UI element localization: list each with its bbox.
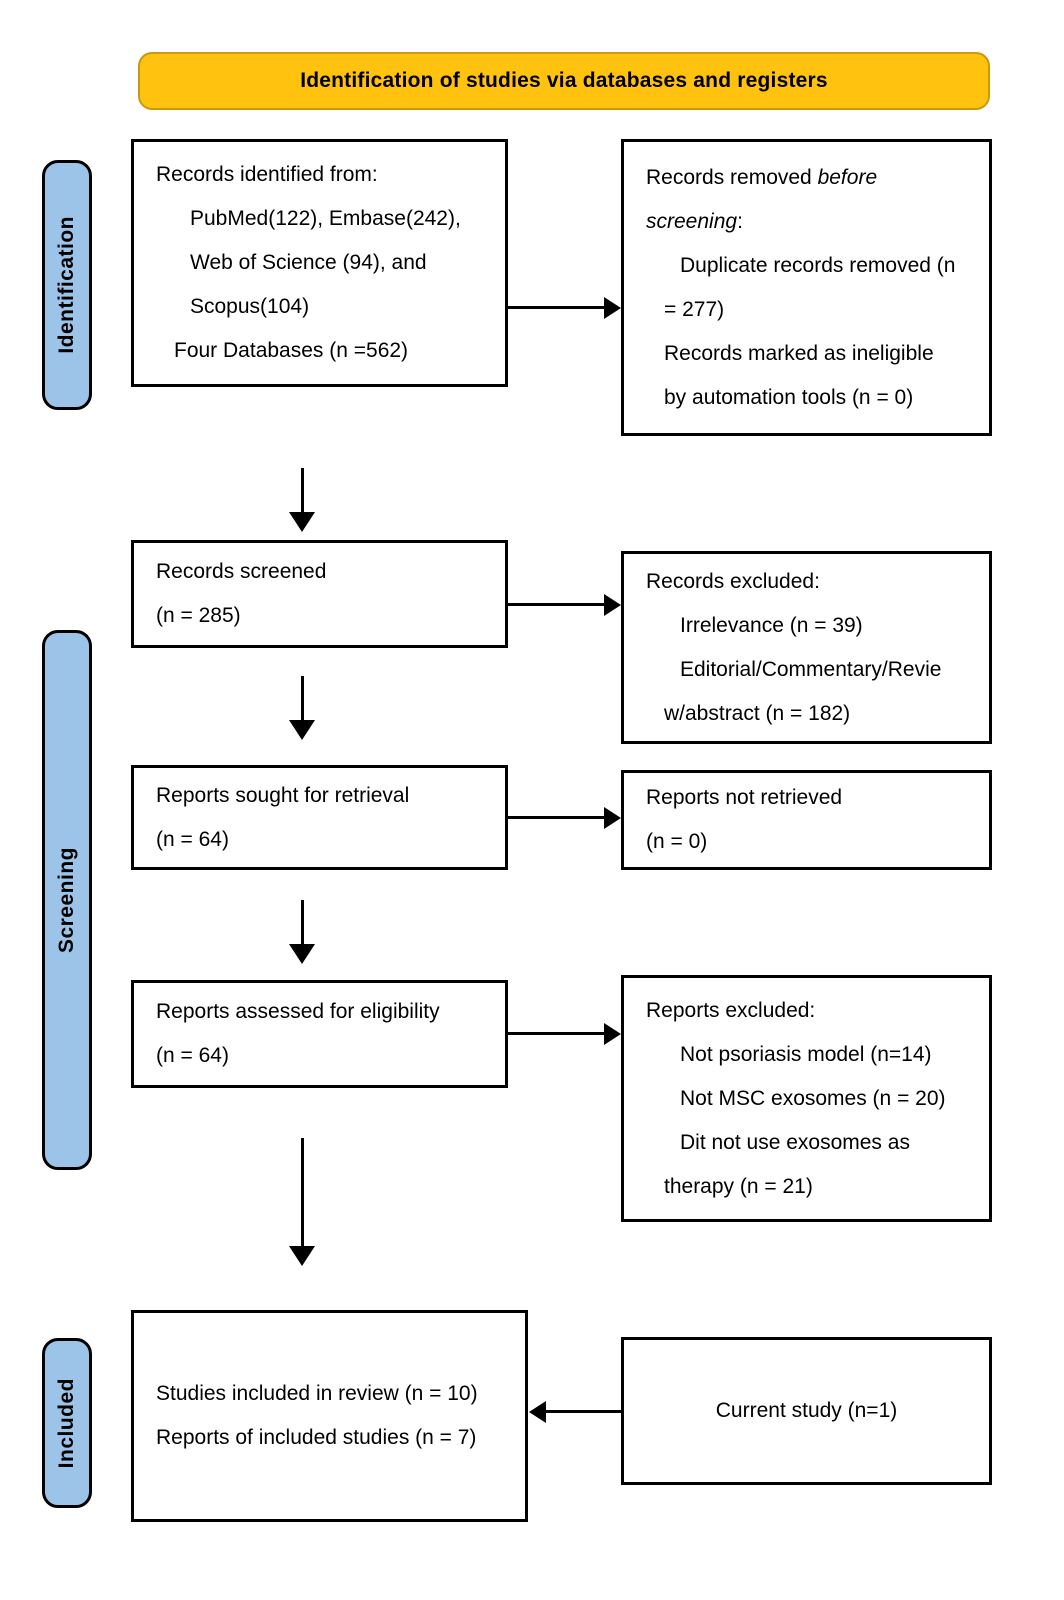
box-records-screened: Records screened (n = 285) xyxy=(131,540,508,648)
arrowhead-identified-to-screened xyxy=(289,512,315,532)
records-identified-line-1: Records identified from: xyxy=(156,163,378,186)
connector-assessed-to-included xyxy=(301,1138,304,1252)
reports-excluded-line-1: Reports excluded: xyxy=(646,998,816,1022)
stage-sidebar-identification: Identification xyxy=(42,160,92,410)
arrowhead-assessed-to-excluded xyxy=(604,1023,621,1045)
reports-assessed-line-1: Reports assessed for eligibility xyxy=(156,1000,440,1023)
arrowhead-assessed-to-included xyxy=(289,1246,315,1266)
arrowhead-screened-to-sought xyxy=(289,720,315,740)
reports-not-retrieved-line-2: (n = 0) xyxy=(646,830,708,853)
connector-assessed-to-excluded xyxy=(508,1032,605,1035)
current-study-line-1: Current study (n=1) xyxy=(715,1399,898,1422)
arrowhead-identified-to-removed xyxy=(604,297,621,319)
arrowhead-sought-to-assessed xyxy=(289,944,315,964)
connector-sought-to-not-retrieved xyxy=(508,816,605,819)
reports-sought-line-2: (n = 64) xyxy=(156,827,229,851)
connector-sought-to-assessed xyxy=(301,900,304,952)
stage-sidebar-included: Included xyxy=(42,1338,92,1508)
records-removed-line-6: by automation tools (n = 0) xyxy=(664,385,914,409)
records-excluded-line-3: Editorial/Commentary/Revie xyxy=(680,657,942,681)
box-reports-excluded: Reports excluded: Not psoriasis model (n… xyxy=(621,975,992,1222)
box-reports-not-retrieved: Reports not retrieved (n = 0) xyxy=(621,770,992,870)
reports-excluded-line-2: Not psoriasis model (n=14) xyxy=(680,1042,932,1066)
records-identified-line-3: Web of Science (94), and xyxy=(190,251,427,274)
records-identified-line-2: PubMed(122), Embase(242), xyxy=(190,207,461,230)
reports-assessed-line-2: (n = 64) xyxy=(156,1044,229,1067)
stage-label-identification: Identification xyxy=(55,216,78,354)
records-excluded-line-2: Irrelevance (n = 39) xyxy=(680,613,863,637)
connector-current-study-to-included xyxy=(546,1410,622,1413)
box-studies-included: Studies included in review (n = 10) Repo… xyxy=(131,1310,528,1522)
records-removed-text-a: Records removed xyxy=(646,165,818,189)
box-current-study: Current study (n=1) xyxy=(621,1337,992,1485)
records-removed-line-4: = 277) xyxy=(664,297,725,321)
arrowhead-screened-to-excluded xyxy=(604,594,621,616)
records-removed-line-3: Duplicate records removed (n xyxy=(680,253,956,277)
box-records-excluded: Records excluded: Irrelevance (n = 39) E… xyxy=(621,551,992,744)
connector-screened-to-excluded xyxy=(508,603,605,606)
box-records-removed: Records removed before screening: Duplic… xyxy=(621,139,992,436)
box-reports-assessed: Reports assessed for eligibility (n = 64… xyxy=(131,980,508,1088)
reports-sought-line-1: Reports sought for retrieval xyxy=(156,783,410,807)
studies-included-line-2: Reports of included studies (n = 7) xyxy=(156,1426,477,1449)
records-removed-line-1: Records removed before xyxy=(646,156,979,200)
arrowhead-sought-to-not-retrieved xyxy=(604,807,621,829)
connector-screened-to-sought xyxy=(301,676,304,728)
records-identified-line-5: Four Databases (n =562) xyxy=(174,339,409,362)
banner-identification-header: Identification of studies via databases … xyxy=(138,52,990,110)
box-reports-sought: Reports sought for retrieval (n = 64) xyxy=(131,765,508,870)
stage-label-screening: Screening xyxy=(55,846,78,954)
records-screened-line-2: (n = 285) xyxy=(156,604,241,627)
stage-sidebar-screening: Screening xyxy=(42,630,92,1170)
records-screened-line-1: Records screened xyxy=(156,560,327,583)
records-excluded-line-4: w/abstract (n = 182) xyxy=(664,701,851,725)
reports-excluded-line-5: therapy (n = 21) xyxy=(664,1174,813,1198)
records-removed-line-2: screening: xyxy=(646,200,979,244)
box-records-identified: Records identified from: PubMed(122), Em… xyxy=(131,139,508,387)
records-removed-text-before: before xyxy=(817,165,878,189)
connector-identified-to-screened xyxy=(301,468,304,520)
connector-identified-to-removed xyxy=(508,306,605,309)
records-removed-text-screening: screening xyxy=(646,209,738,233)
arrowhead-current-study-to-included xyxy=(529,1401,546,1423)
records-removed-line-5: Records marked as ineligible xyxy=(664,341,934,365)
records-removed-text-colon: : xyxy=(737,209,743,233)
reports-not-retrieved-line-1: Reports not retrieved xyxy=(646,786,843,809)
banner-title: Identification of studies via databases … xyxy=(300,69,828,92)
records-excluded-line-1: Records excluded: xyxy=(646,569,820,593)
records-identified-line-4: Scopus(104) xyxy=(190,295,310,318)
studies-included-line-1: Studies included in review (n = 10) xyxy=(156,1382,478,1405)
reports-excluded-line-3: Not MSC exosomes (n = 20) xyxy=(680,1086,946,1110)
reports-excluded-line-4: Dit not use exosomes as xyxy=(680,1130,910,1154)
stage-label-included: Included xyxy=(55,1377,78,1469)
